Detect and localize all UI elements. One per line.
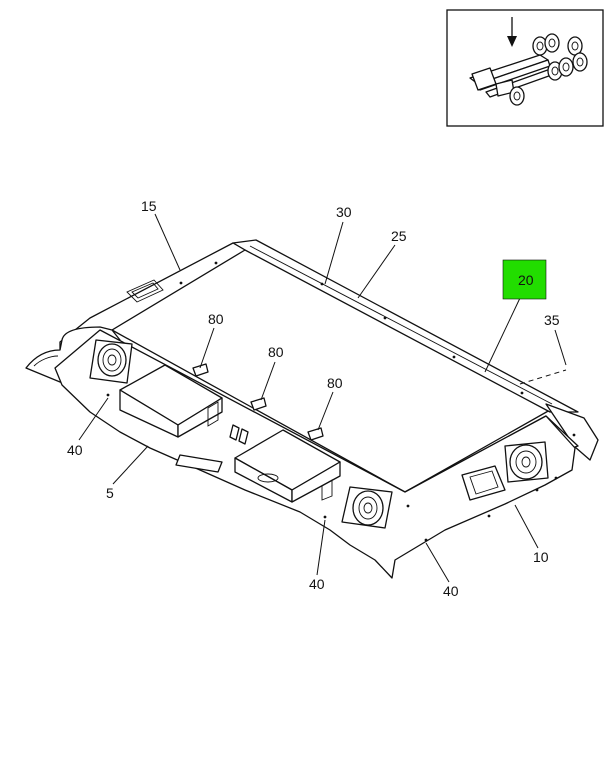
callout-10: 10 <box>533 549 549 565</box>
callout-20[interactable]: 20 <box>518 272 534 288</box>
callout-80-left: 80 <box>208 311 224 327</box>
callout-80-right: 80 <box>327 375 343 391</box>
vent-icon <box>461 465 506 501</box>
switch-panel <box>229 424 249 445</box>
left-console-box <box>119 364 223 438</box>
locator-inset <box>446 9 604 127</box>
leader-lines <box>78 213 567 583</box>
callout-5: 5 <box>106 485 114 501</box>
callout-40-left: 40 <box>67 442 83 458</box>
arrow-down-icon <box>507 17 517 47</box>
callout-25: 25 <box>391 228 407 244</box>
headliner-assembly <box>25 239 599 579</box>
callout-labels: 20 15 30 25 35 80 80 80 40 5 40 40 10 <box>67 198 560 599</box>
chassis-icon <box>469 33 588 106</box>
callout-30: 30 <box>336 204 352 220</box>
fastener-dots <box>106 261 576 542</box>
bracket-icon <box>192 363 324 441</box>
callout-15: 15 <box>141 198 157 214</box>
callout-40-right: 40 <box>443 583 459 599</box>
callout-40-center: 40 <box>309 576 325 592</box>
highlighted-callout-box[interactable] <box>502 259 547 300</box>
panel-slot <box>175 454 223 473</box>
center-speaker-icon <box>341 486 393 529</box>
callout-80-middle: 80 <box>268 344 284 360</box>
right-speaker-icon <box>504 441 549 483</box>
left-speaker-icon <box>89 339 133 384</box>
callout-35: 35 <box>544 312 560 328</box>
center-console-box <box>234 429 341 503</box>
